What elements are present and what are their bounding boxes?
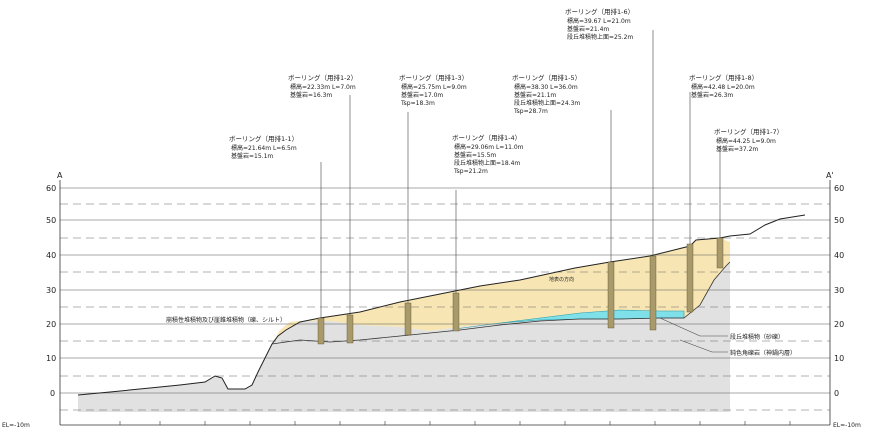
borehole-column-1-6 [649, 255, 657, 331]
borehole-title: ボーリング（用排1-4） [452, 133, 521, 142]
borehole-label-1-3: ボーリング（用排1-3） 標高=25.75m L=9.0m 基盤岩=17.0m … [399, 73, 468, 107]
borehole-title: ボーリング（用排1-7） [714, 127, 783, 136]
borehole-column-1-5 [607, 261, 615, 329]
section-end-mark: A' [826, 171, 834, 180]
tick-left-40: 40 [46, 251, 56, 260]
borehole-label-1-1: ボーリング（用排1-1） 標高=21.64m L=6.5m 基盤岩=15.1m [229, 134, 298, 160]
borehole-title: ボーリング（用排1-1） [229, 134, 298, 143]
tick-right-60: 60 [834, 184, 844, 193]
borehole-line: 段丘堆積物上面=18.4m [454, 159, 520, 167]
borehole-line: 基盤岩=37.2m [716, 145, 758, 153]
left-axis-labels: 60 50 40 30 20 10 0 [46, 184, 56, 398]
tick-right-50: 50 [834, 216, 844, 225]
borehole-line: 標高=29.06m L=11.0m [454, 143, 524, 151]
borehole-line: 標高=25.75m L=9.0m [401, 83, 467, 91]
borehole-line: 標高=42.48 L=20.0m [691, 83, 755, 91]
borehole-column-1-3 [404, 302, 412, 336]
elevation-grid-dashed [60, 203, 830, 411]
borehole-label-1-2: ボーリング（用排1-2） 標高=22.33m L=7.0m 基盤岩=16.3m [288, 73, 357, 99]
borehole-line: 段丘堆積物上面=24.3m [514, 99, 580, 107]
borehole-line: 基盤岩=17.0m [401, 91, 443, 99]
borehole-line: 標高=38.30 L=36.0m [514, 83, 578, 91]
tick-left-30: 30 [46, 286, 56, 295]
borehole-label-1-7: ボーリング（用排1-7） 標高=44.25 L=9.0m 基盤岩=37.2m [714, 127, 783, 153]
right-el-label: EL=-10m [833, 422, 861, 429]
borehole-line: 基盤岩=15.5m [454, 151, 496, 159]
borehole-line: 基盤岩=26.3m [691, 91, 733, 99]
small-annotation: 地表の方向 [549, 276, 574, 283]
borehole-title: ボーリング（用排1-5） [512, 73, 581, 82]
borehole-column-1-1 [317, 317, 325, 345]
borehole-line: 基盤岩=15.1m [231, 152, 273, 160]
borehole-line: 基盤岩=16.3m [290, 91, 332, 99]
tick-left-0: 0 [50, 389, 55, 398]
layer-leaders [659, 317, 728, 353]
borehole-column-1-4 [452, 292, 460, 332]
borehole-leaders [320, 30, 721, 318]
tick-right-0: 0 [834, 389, 839, 398]
borehole-label-1-4: ボーリング（用排1-4） 標高=29.06m L=11.0m 基盤岩=15.5m… [452, 133, 524, 175]
borehole-label-1-8: ボーリング（用排1-8） 標高=42.48 L=20.0m 基盤岩=26.3m [689, 73, 758, 99]
borehole-column-1-8 [686, 243, 694, 313]
borehole-label-1-6: ボーリング（用排1-6） 標高=39.67 L=21.0m 基盤岩=21.4m … [565, 7, 634, 41]
tick-right-30: 30 [834, 286, 844, 295]
borehole-column-1-7 [716, 237, 724, 269]
bottom-ticks [119, 421, 791, 425]
right-axis-labels: 60 50 40 30 20 10 0 [834, 184, 844, 398]
tick-right-40: 40 [834, 251, 844, 260]
colluvium-label: 崩積性堆積物及び崖錐堆積物（礫、シルト） [166, 316, 286, 324]
tick-right-10: 10 [834, 354, 844, 363]
borehole-title: ボーリング（用排1-8） [689, 73, 758, 82]
borehole-line: Tsp=18.3m [400, 100, 435, 107]
tick-left-20: 20 [46, 320, 56, 329]
borehole-column-1-2 [346, 314, 354, 344]
borehole-label-1-5: ボーリング（用排1-5） 標高=38.30 L=36.0m 基盤岩=21.1m … [512, 73, 581, 115]
left-el-label: EL=-10m [2, 422, 30, 429]
tick-left-10: 10 [46, 354, 56, 363]
borehole-line: 標高=39.67 L=21.0m [567, 17, 631, 25]
tick-right-20: 20 [834, 320, 844, 329]
borehole-line: 基盤岩=21.4m [567, 25, 609, 33]
terrace-deposit-label: 段丘堆積物（砂礫） [730, 333, 784, 341]
borehole-title: ボーリング（用排1-2） [288, 73, 357, 82]
section-start-mark: A [57, 171, 63, 180]
borehole-line: Tsp=21.2m [453, 168, 488, 175]
bedrock-area [78, 262, 730, 412]
tick-left-60: 60 [46, 184, 56, 193]
borehole-line: 段丘堆積物上面=25.2m [567, 33, 633, 41]
borehole-line: 標高=22.33m L=7.0m [290, 83, 356, 91]
borehole-line: 標高=44.25 L=9.0m [716, 137, 776, 145]
tick-left-50: 50 [46, 216, 56, 225]
elevation-grid [60, 187, 830, 394]
borehole-line: 標高=21.64m L=6.5m [231, 144, 297, 152]
borehole-line: Tsp=28.7m [513, 108, 548, 115]
bedrock-label: 鈍色角礫岩（神鍋内層） [730, 349, 796, 357]
borehole-title: ボーリング（用排1-3） [399, 73, 468, 82]
section-frame [59, 180, 831, 426]
borehole-line: 基盤岩=21.1m [514, 91, 556, 99]
borehole-title: ボーリング（用排1-6） [565, 7, 634, 16]
